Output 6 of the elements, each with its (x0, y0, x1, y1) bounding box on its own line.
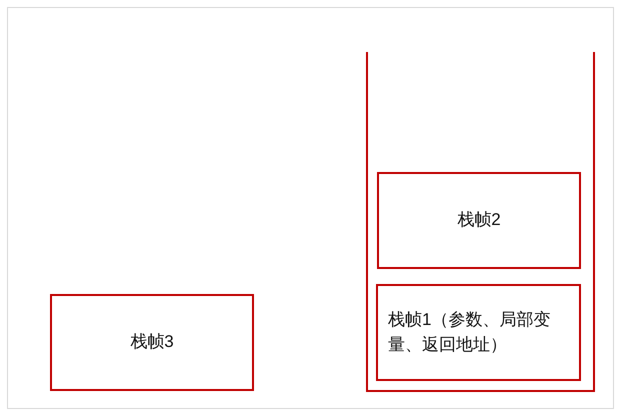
frame-label: 栈帧2 (457, 209, 501, 232)
stack-frame-box (50, 294, 254, 391)
frame-label: 栈帧1（参数、局部变量、返回地址） (388, 308, 552, 356)
frame-label: 栈帧3 (130, 331, 174, 354)
stack-frame-box (377, 172, 581, 269)
stack-frame-box (376, 284, 581, 381)
